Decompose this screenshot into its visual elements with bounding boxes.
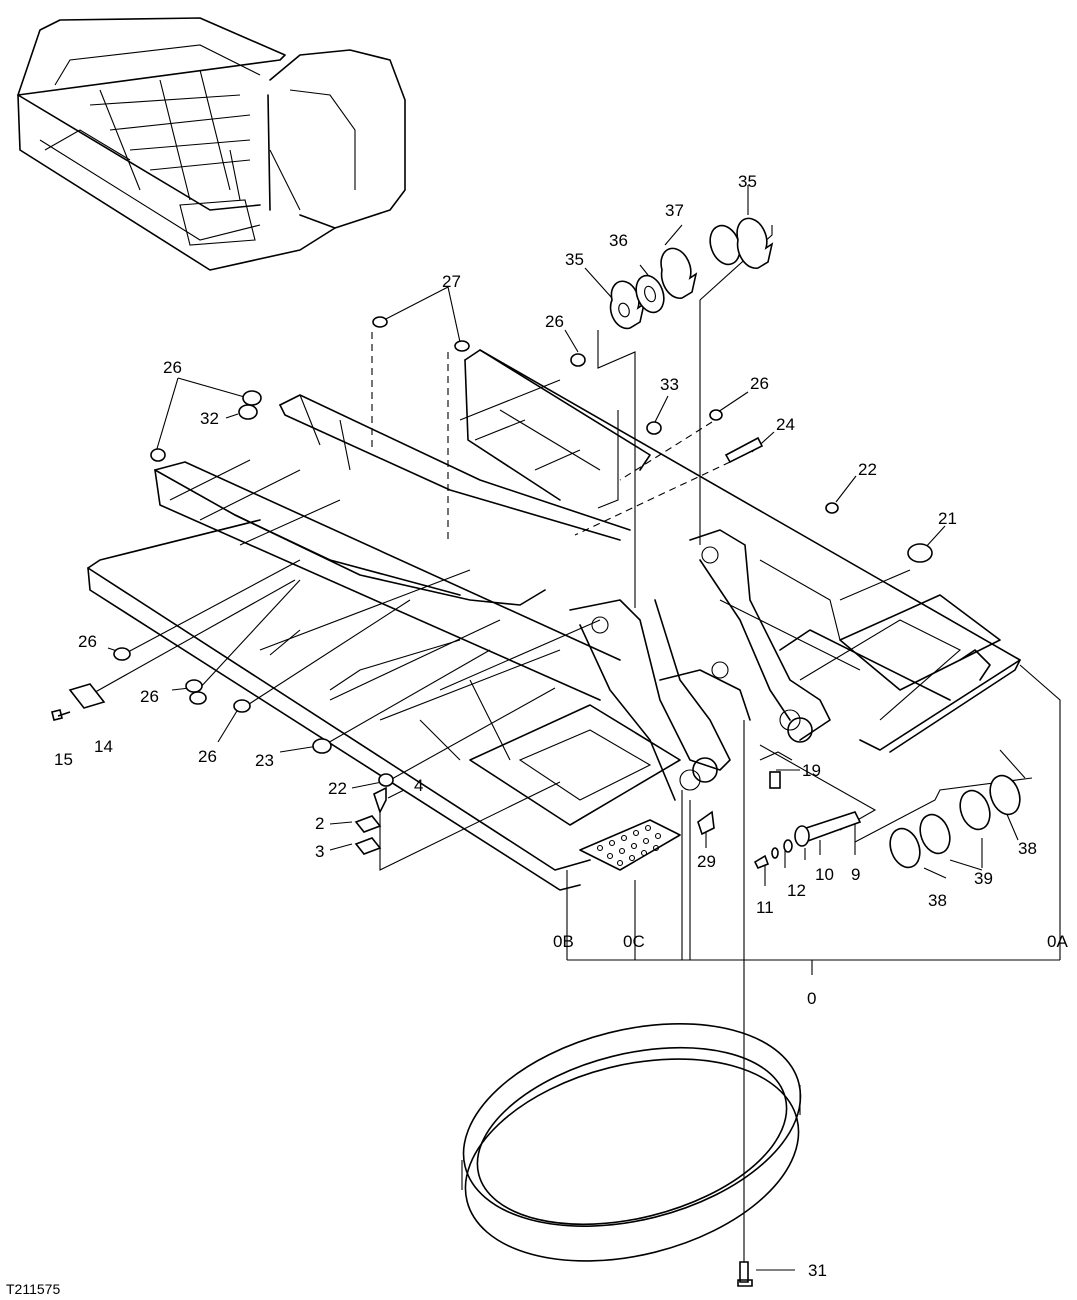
callout-2: 2 xyxy=(315,814,324,833)
callout-27: 27 xyxy=(442,272,461,291)
callout-4: 4 xyxy=(414,776,423,795)
callout-3: 3 xyxy=(315,842,324,861)
callout-22: 22 xyxy=(328,779,347,798)
callout-31: 31 xyxy=(808,1261,827,1280)
callout-12: 12 xyxy=(787,881,806,900)
shim-pad xyxy=(660,247,698,300)
figure-id: T211575 xyxy=(6,1281,60,1297)
callout-0C: 0C xyxy=(623,932,645,951)
shim-pad xyxy=(635,274,665,314)
callout-26: 26 xyxy=(750,374,769,393)
callout-35: 35 xyxy=(738,172,757,191)
swing-bearing-ring xyxy=(461,1023,802,1262)
upper-frame-assembly xyxy=(87,349,1021,891)
callout-23: 23 xyxy=(255,751,274,770)
callout-36: 36 xyxy=(609,231,628,250)
callout-26: 26 xyxy=(140,687,159,706)
callout-29: 29 xyxy=(697,852,716,871)
bolt-15 xyxy=(51,709,71,721)
callout-0A: 0A xyxy=(1047,932,1068,951)
callout-14: 14 xyxy=(94,737,113,756)
callout-33: 33 xyxy=(660,375,679,394)
callout-15: 15 xyxy=(54,750,73,769)
callout-19: 19 xyxy=(802,761,821,780)
callout-26: 26 xyxy=(78,632,97,651)
callout-9: 9 xyxy=(851,865,860,884)
callout-32: 32 xyxy=(200,409,219,428)
bolt-31 xyxy=(737,1261,753,1287)
callout-26: 26 xyxy=(545,312,564,331)
callout-21: 21 xyxy=(938,509,957,528)
callout-0: 0 xyxy=(807,989,816,1008)
bracket-14 xyxy=(68,683,106,709)
callout-22: 22 xyxy=(858,460,877,479)
plug-caps xyxy=(113,316,933,787)
callout-38: 38 xyxy=(1018,839,1037,858)
machine-overview-inset xyxy=(17,17,406,271)
callout-26: 26 xyxy=(198,747,217,766)
callout-39: 39 xyxy=(974,869,993,888)
callout-24: 24 xyxy=(776,415,795,434)
leader-lines xyxy=(89,185,1061,1271)
small-parts xyxy=(51,217,1021,1287)
callout-10: 10 xyxy=(815,865,834,884)
callout-26: 26 xyxy=(163,358,182,377)
shim-pad xyxy=(709,217,774,270)
callout-38: 38 xyxy=(928,891,947,910)
callout-37: 37 xyxy=(665,201,684,220)
callout-0B: 0B xyxy=(553,932,574,951)
callout-35: 35 xyxy=(565,250,584,269)
callout-11: 11 xyxy=(756,898,774,917)
callout-labels: 35 37 36 35 27 26 26 32 33 26 24 22 21 2… xyxy=(54,172,1068,1280)
